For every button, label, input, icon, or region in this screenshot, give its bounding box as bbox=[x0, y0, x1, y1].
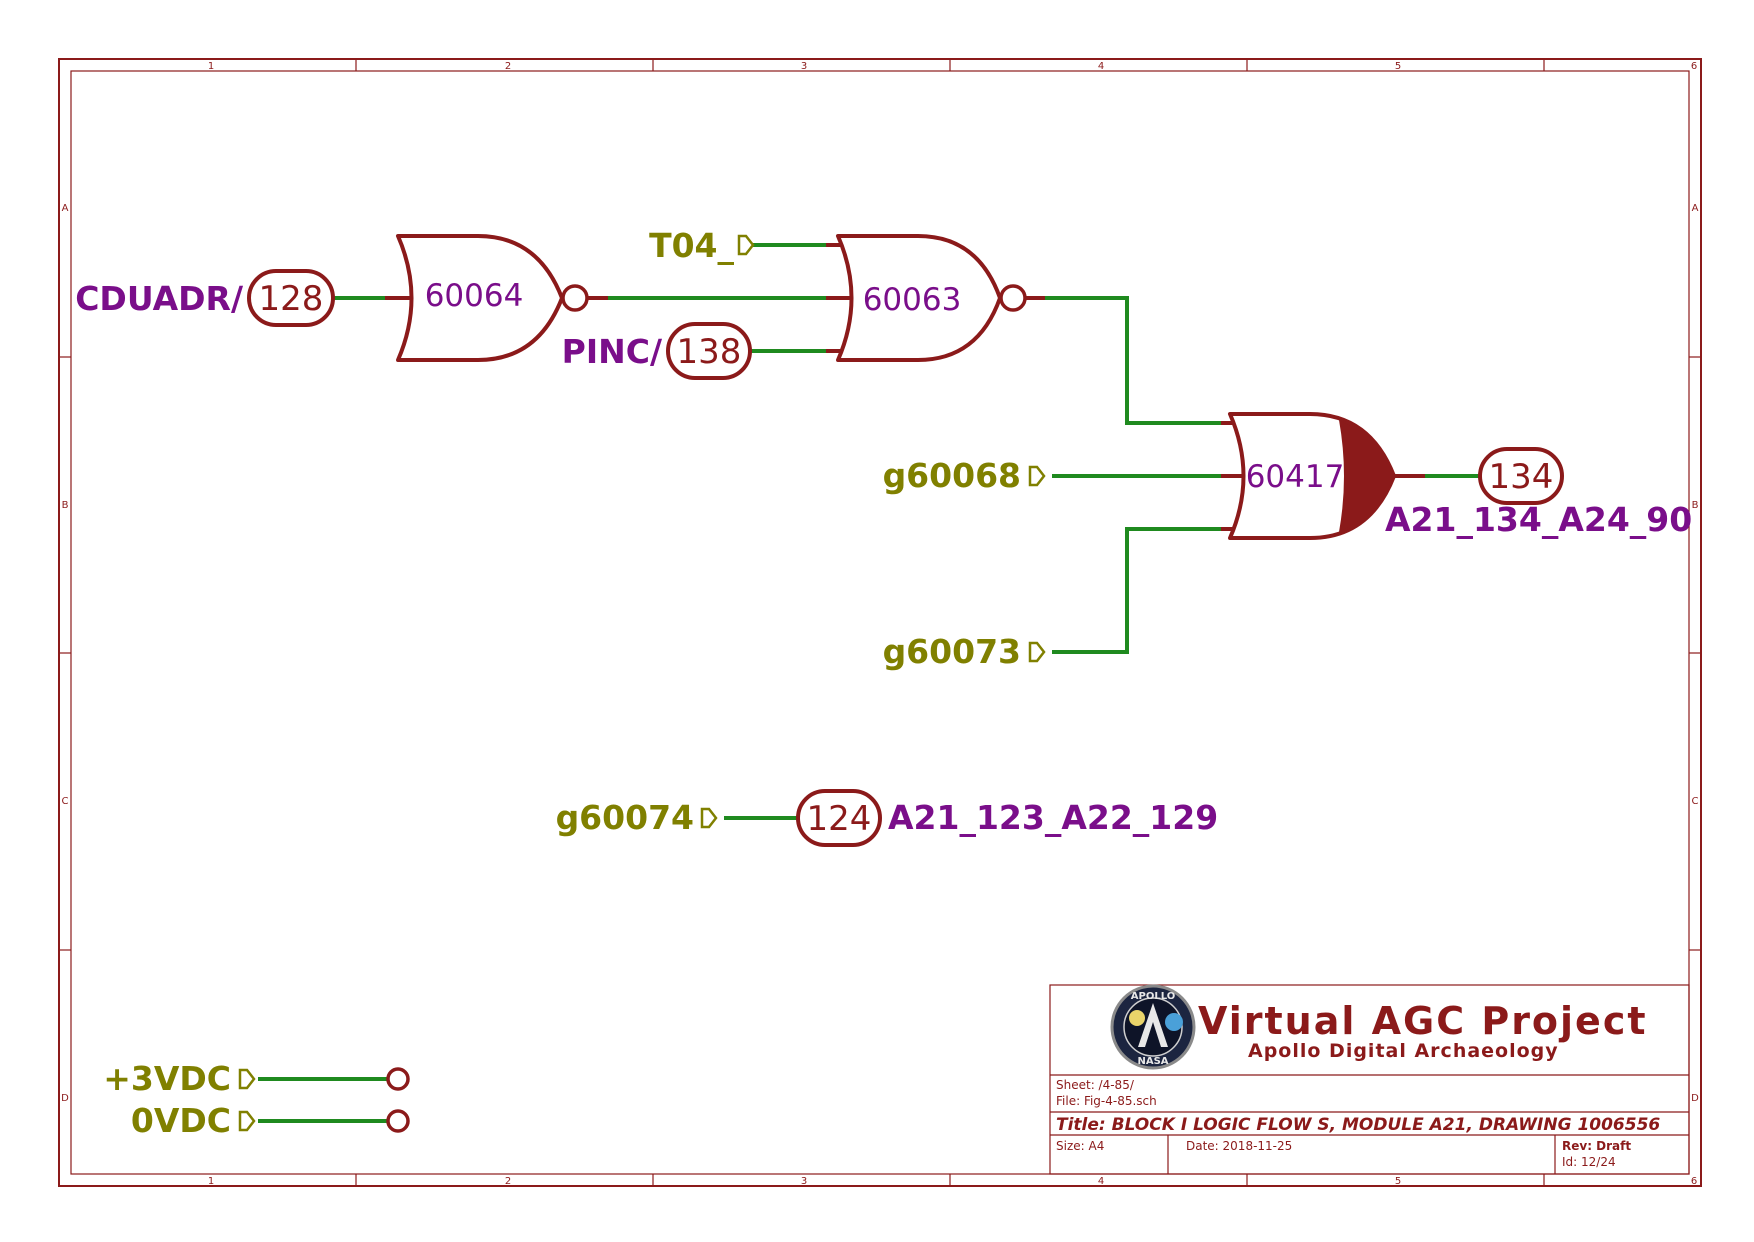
connector-128-label: 128 bbox=[259, 279, 324, 319]
connector-124: 124 bbox=[796, 789, 882, 847]
row-label-c-left: C bbox=[62, 796, 69, 807]
logo-text-nasa: NASA bbox=[1137, 1056, 1168, 1067]
port-g60068 bbox=[1028, 465, 1046, 487]
brand-title: Virtual AGC Project bbox=[1198, 999, 1648, 1043]
terminal-3vdc bbox=[386, 1067, 410, 1091]
apollo-nasa-logo: APOLLO NASA bbox=[1110, 984, 1196, 1070]
signal-cduadr: CDUADR/ bbox=[75, 279, 244, 318]
inner-frame bbox=[70, 70, 1690, 1175]
signal-g60068: g60068 bbox=[883, 456, 1021, 495]
signal-0vdc: 0VDC bbox=[131, 1101, 231, 1140]
port-0vdc bbox=[238, 1110, 256, 1132]
column-ticks bbox=[355, 59, 1545, 1186]
sheet-size: Size: A4 bbox=[1056, 1139, 1104, 1153]
logo-text-apollo: APOLLO bbox=[1131, 991, 1175, 1002]
port-3vdc bbox=[238, 1068, 256, 1090]
signal-a21-134-a24-90: A21_134_A24_90 bbox=[1385, 500, 1692, 539]
port-t04 bbox=[737, 234, 755, 256]
sheet-path: Sheet: /4-85/ bbox=[1056, 1078, 1135, 1092]
or-gate-60417: 60417 bbox=[1221, 412, 1425, 540]
row-label-d-left: D bbox=[61, 1093, 69, 1104]
nor-gate-60064: 60064 bbox=[385, 234, 608, 362]
port-g60074 bbox=[700, 807, 718, 829]
signal-g60073: g60073 bbox=[883, 632, 1021, 671]
row-label-c-right: C bbox=[1692, 796, 1699, 807]
connector-134-label: 134 bbox=[1489, 457, 1554, 497]
outer-frame bbox=[58, 58, 1702, 1187]
connector-128: 128 bbox=[247, 269, 335, 327]
col-label-4-bottom: 4 bbox=[1098, 1176, 1104, 1187]
col-label-2-top: 2 bbox=[505, 61, 511, 72]
signal-a21-123-a22-129: A21_123_A22_129 bbox=[888, 798, 1218, 837]
wire-g60073-to-60417 bbox=[1052, 527, 1221, 654]
file-name: File: Fig-4-85.sch bbox=[1056, 1094, 1157, 1108]
gate-label-60063: 60063 bbox=[863, 282, 962, 318]
signal-t04: T04_ bbox=[649, 226, 734, 265]
row-label-b-right: B bbox=[1692, 500, 1699, 511]
col-label-1-top: 1 bbox=[208, 61, 214, 72]
gate-driver-fill bbox=[1338, 418, 1396, 534]
connector-138: 138 bbox=[666, 322, 752, 380]
row-label-a-right: A bbox=[1692, 203, 1699, 214]
port-g60073 bbox=[1028, 641, 1046, 663]
connector-138-label: 138 bbox=[677, 332, 742, 372]
nor-gate-60063: 60063 bbox=[826, 234, 1045, 362]
col-label-1-bottom: 1 bbox=[208, 1176, 214, 1187]
col-label-2-bottom: 2 bbox=[505, 1176, 511, 1187]
wire-60063-to-60417 bbox=[1045, 296, 1221, 425]
title-block: APOLLO NASA Virtual AGC Project Apollo D… bbox=[1049, 984, 1690, 1175]
revision: Rev: Draft bbox=[1562, 1139, 1631, 1153]
col-label-6-top: 6 bbox=[1691, 61, 1697, 72]
signal-pinc: PINC/ bbox=[562, 332, 663, 371]
sheet-id: Id: 12/24 bbox=[1562, 1155, 1616, 1169]
row-label-a-left: A bbox=[62, 203, 69, 214]
terminal-0vdc bbox=[386, 1109, 410, 1133]
connector-124-label: 124 bbox=[807, 799, 872, 839]
brand-subtitle: Apollo Digital Archaeology bbox=[1248, 1040, 1559, 1062]
connector-134: 134 bbox=[1478, 447, 1564, 505]
col-label-4-top: 4 bbox=[1098, 61, 1104, 72]
col-label-3-bottom: 3 bbox=[801, 1176, 807, 1187]
signal-3vdc: +3VDC bbox=[103, 1059, 231, 1098]
drawing-title: Title: BLOCK I LOGIC FLOW S, MODULE A21,… bbox=[1056, 1115, 1660, 1135]
wires bbox=[258, 243, 1480, 1123]
drawing-date: Date: 2018-11-25 bbox=[1186, 1139, 1292, 1153]
col-label-6-bottom: 6 bbox=[1691, 1176, 1697, 1187]
col-label-3-top: 3 bbox=[801, 61, 807, 72]
gate-label-60417: 60417 bbox=[1246, 459, 1345, 495]
signal-g60074: g60074 bbox=[556, 798, 694, 837]
gate-label-60064: 60064 bbox=[425, 278, 524, 314]
col-label-5-top: 5 bbox=[1395, 61, 1401, 72]
row-label-b-left: B bbox=[62, 500, 69, 511]
row-ticks bbox=[59, 356, 1701, 951]
col-label-5-bottom: 5 bbox=[1395, 1176, 1401, 1187]
row-label-d-right: D bbox=[1691, 1093, 1699, 1104]
